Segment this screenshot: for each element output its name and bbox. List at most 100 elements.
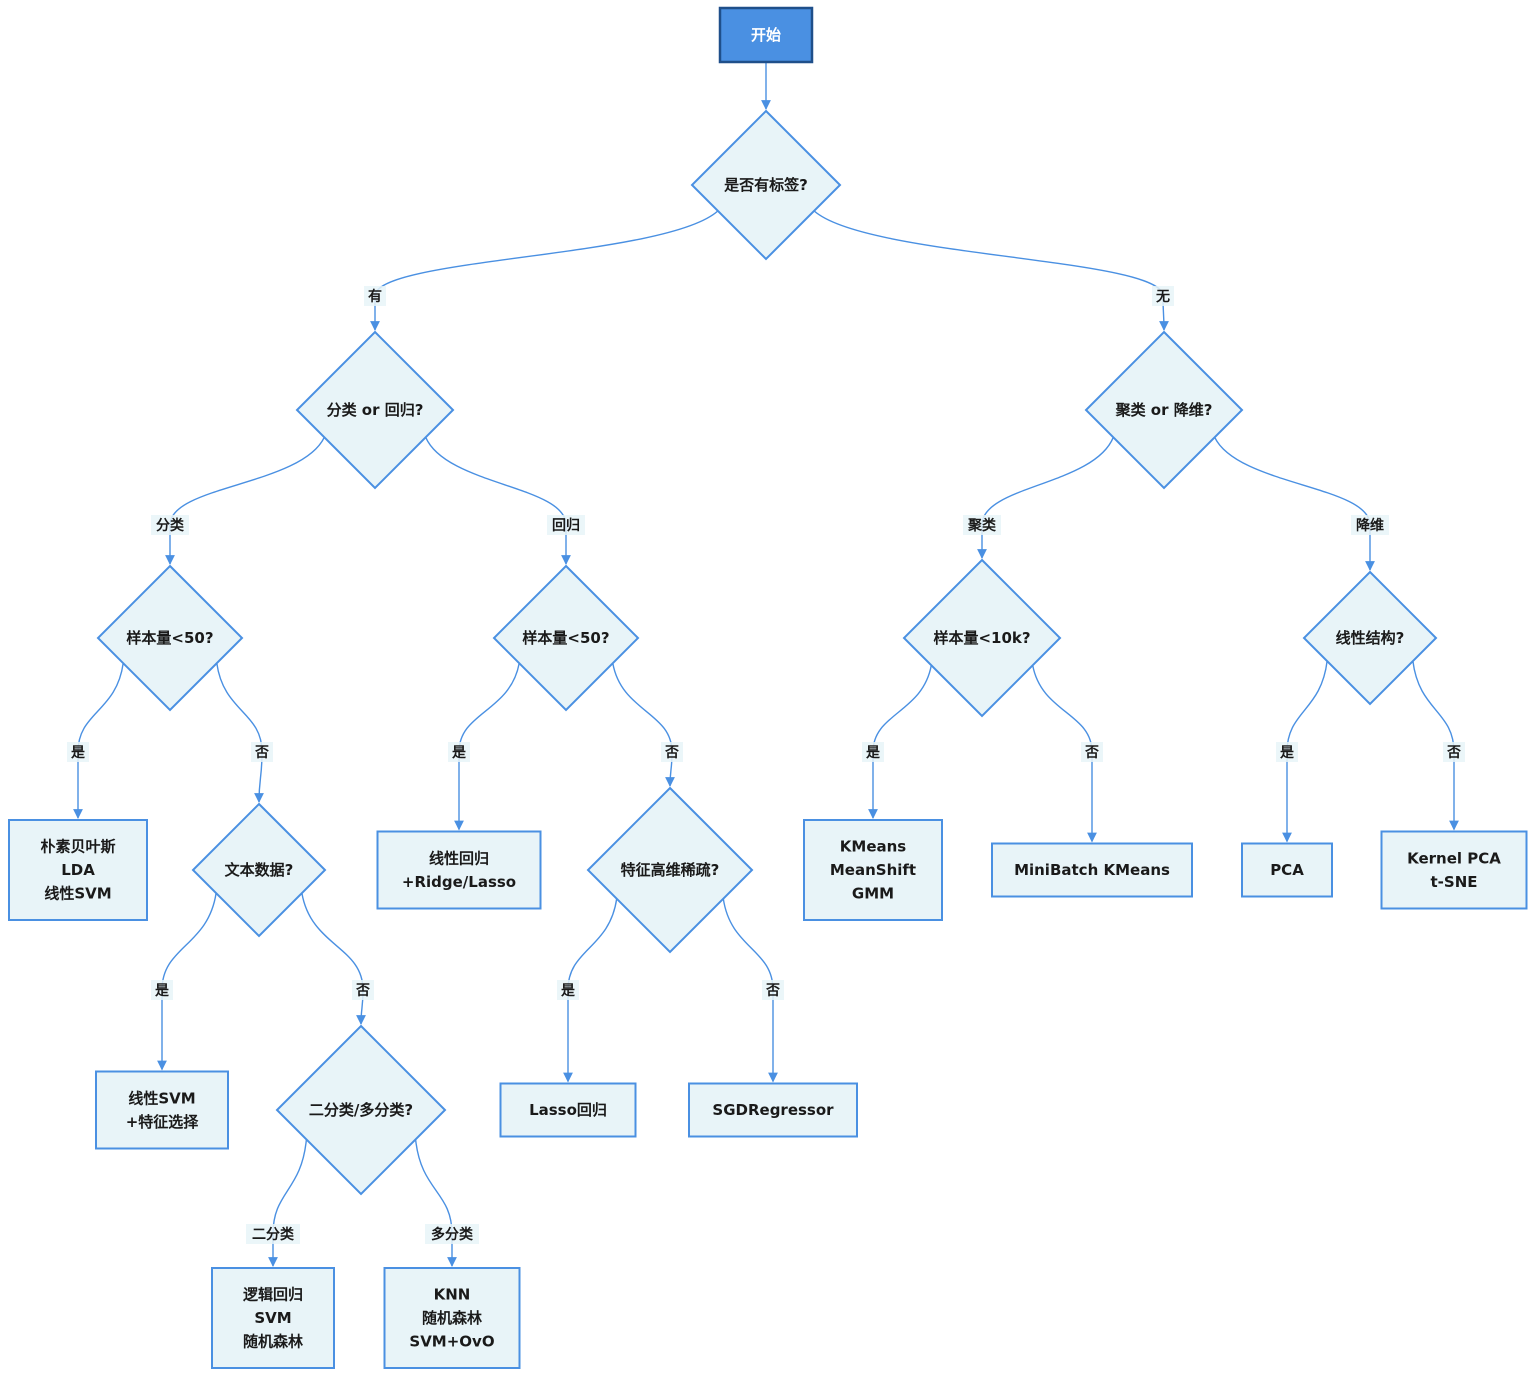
node-r-kpca: Kernel PCA t-SNE [1380,830,1528,910]
node-text-line: 样本量<10k? [933,629,1030,647]
node-text-line: +Ridge/Lasso [402,873,516,891]
node-text-line: 随机森林 [422,1309,483,1327]
decision-diamond [295,330,455,490]
node-q-clu-dim: 聚类 or 降维? [1084,330,1244,490]
edge-label-background [1276,742,1298,762]
edge-label: 否 [355,983,370,999]
start-box [718,6,814,64]
node-r-sgd: SGDRegressor [688,1082,858,1138]
edge-label-background [862,742,884,762]
node-text-line: 随机森林 [243,1333,304,1351]
node-text-line: 朴素贝叶斯 [40,838,115,856]
result-box [376,830,542,910]
node-text-line: 线性SVM [44,885,111,903]
edge-q_binary-to-r_logreg [268,1139,308,1267]
decision-diamond [586,786,754,954]
node-text-line: SVM [254,1309,291,1327]
edge-label: 是 [71,745,86,761]
edge-label: 是 [452,745,467,761]
decision-diamond [275,1024,447,1196]
edge-label: 多分类 [431,1226,474,1243]
edge-label-background [963,515,1001,535]
node-r-linreg: 线性回归+Ridge/Lasso [376,830,542,910]
edge-label: 否 [664,745,679,761]
node-text-line: 线性结构? [1336,629,1405,647]
edge-label: 二分类 [252,1226,295,1243]
edge-label: 是 [155,983,170,999]
edge-q_label-to-q_clu_dim [813,210,1169,331]
edge-label: 否 [765,983,780,999]
node-text-line: 线性SVM [128,1089,195,1107]
decision-diamond [690,109,842,261]
decision-diamond [191,802,327,938]
node-text-line: 特征高维稀疏? [621,861,720,879]
node-text-line: 逻辑回归 [243,1286,303,1304]
node-q-clu-n: 样本量<10k? [902,558,1062,718]
edge-label-background [151,980,173,1000]
node-text-line: 样本量<50? [522,629,609,647]
node-text-line: SGDRegressor [712,1101,834,1119]
node-text-line: KNN [434,1286,471,1304]
node-text-line: 二分类/多分类? [309,1101,413,1119]
edge-label-background [1152,286,1174,306]
edge-label: 有 [368,288,382,305]
edge-label-background [251,742,273,762]
edge-label-background [151,515,189,535]
node-r-pca: PCA [1241,842,1333,898]
decision-diamond [1302,570,1438,706]
node-text-line: 样本量<50? [126,629,213,647]
edge-label-background [1351,515,1389,535]
result-box [991,842,1193,898]
node-text-line: +特征选择 [126,1113,200,1131]
node-q-cls-reg: 分类 or 回归? [295,330,455,490]
edge-label-background [1081,742,1103,762]
edge-label-background [557,980,579,1000]
edge-q_cls_reg-to-q_cls_n [165,436,325,565]
edge-label-background [425,1224,479,1244]
node-text-line: Lasso回归 [529,1101,607,1119]
edge-q_cls_n-to-r_nb [73,663,124,819]
node-text-line: LDA [61,861,95,879]
node-text-line: MiniBatch KMeans [1014,861,1170,879]
node-r-lasso: Lasso回归 [499,1082,637,1138]
decision-diamond [1084,330,1244,490]
result-box [499,1082,637,1138]
edge-label-background [364,286,386,306]
node-text-line: PCA [1270,861,1304,879]
node-r-linsvm: 线性SVM +特征选择 [95,1070,229,1150]
edge-label-background [547,515,585,535]
node-r-minibatch: MiniBatch KMeans [991,842,1193,898]
node-text-line: KMeans [840,838,907,856]
node-q-label: 是否有标签? [690,109,842,261]
result-box [383,1267,521,1369]
node-q-text: 文本数据? [191,802,327,938]
edge-q_cls_n-to-q_text [216,663,264,803]
edge-label-background [352,980,374,1000]
node-q-sparse: 特征高维稀疏? [586,786,754,954]
edge-q_binary-to-r_knn [414,1139,457,1267]
result-box [1241,842,1333,898]
node-q-linear: 线性结构? [1302,570,1438,706]
node-text-line: Kernel PCA [1407,849,1501,867]
result-box [803,819,943,921]
decision-diamond [96,564,244,712]
edge-q_label-to-q_cls_reg [370,210,719,331]
node-text-line: MeanShift [830,861,916,879]
decision-diamond [902,558,1062,718]
node-text-line: t-SNE [1431,873,1478,891]
edge-label-background [1443,742,1465,762]
edge-label: 是 [561,983,576,999]
result-box [688,1082,858,1138]
edge-label-background [448,742,470,762]
result-box [95,1070,229,1150]
node-r-nb: 朴素贝叶斯 LDA 线性SVM [8,819,148,921]
node-q-reg-n: 样本量<50? [492,564,640,712]
result-box [211,1267,335,1369]
node-text-line: 分类 or 回归? [327,401,424,419]
node-r-logreg: 逻辑回归 SVM 随机森林 [211,1267,335,1369]
edge-label: 否 [1084,745,1099,761]
edge-labels-layer: 有无分类回归聚类降维是否是否是否是否是否是否二分类多分类 [67,286,1465,1244]
edge-label-background [246,1224,300,1244]
